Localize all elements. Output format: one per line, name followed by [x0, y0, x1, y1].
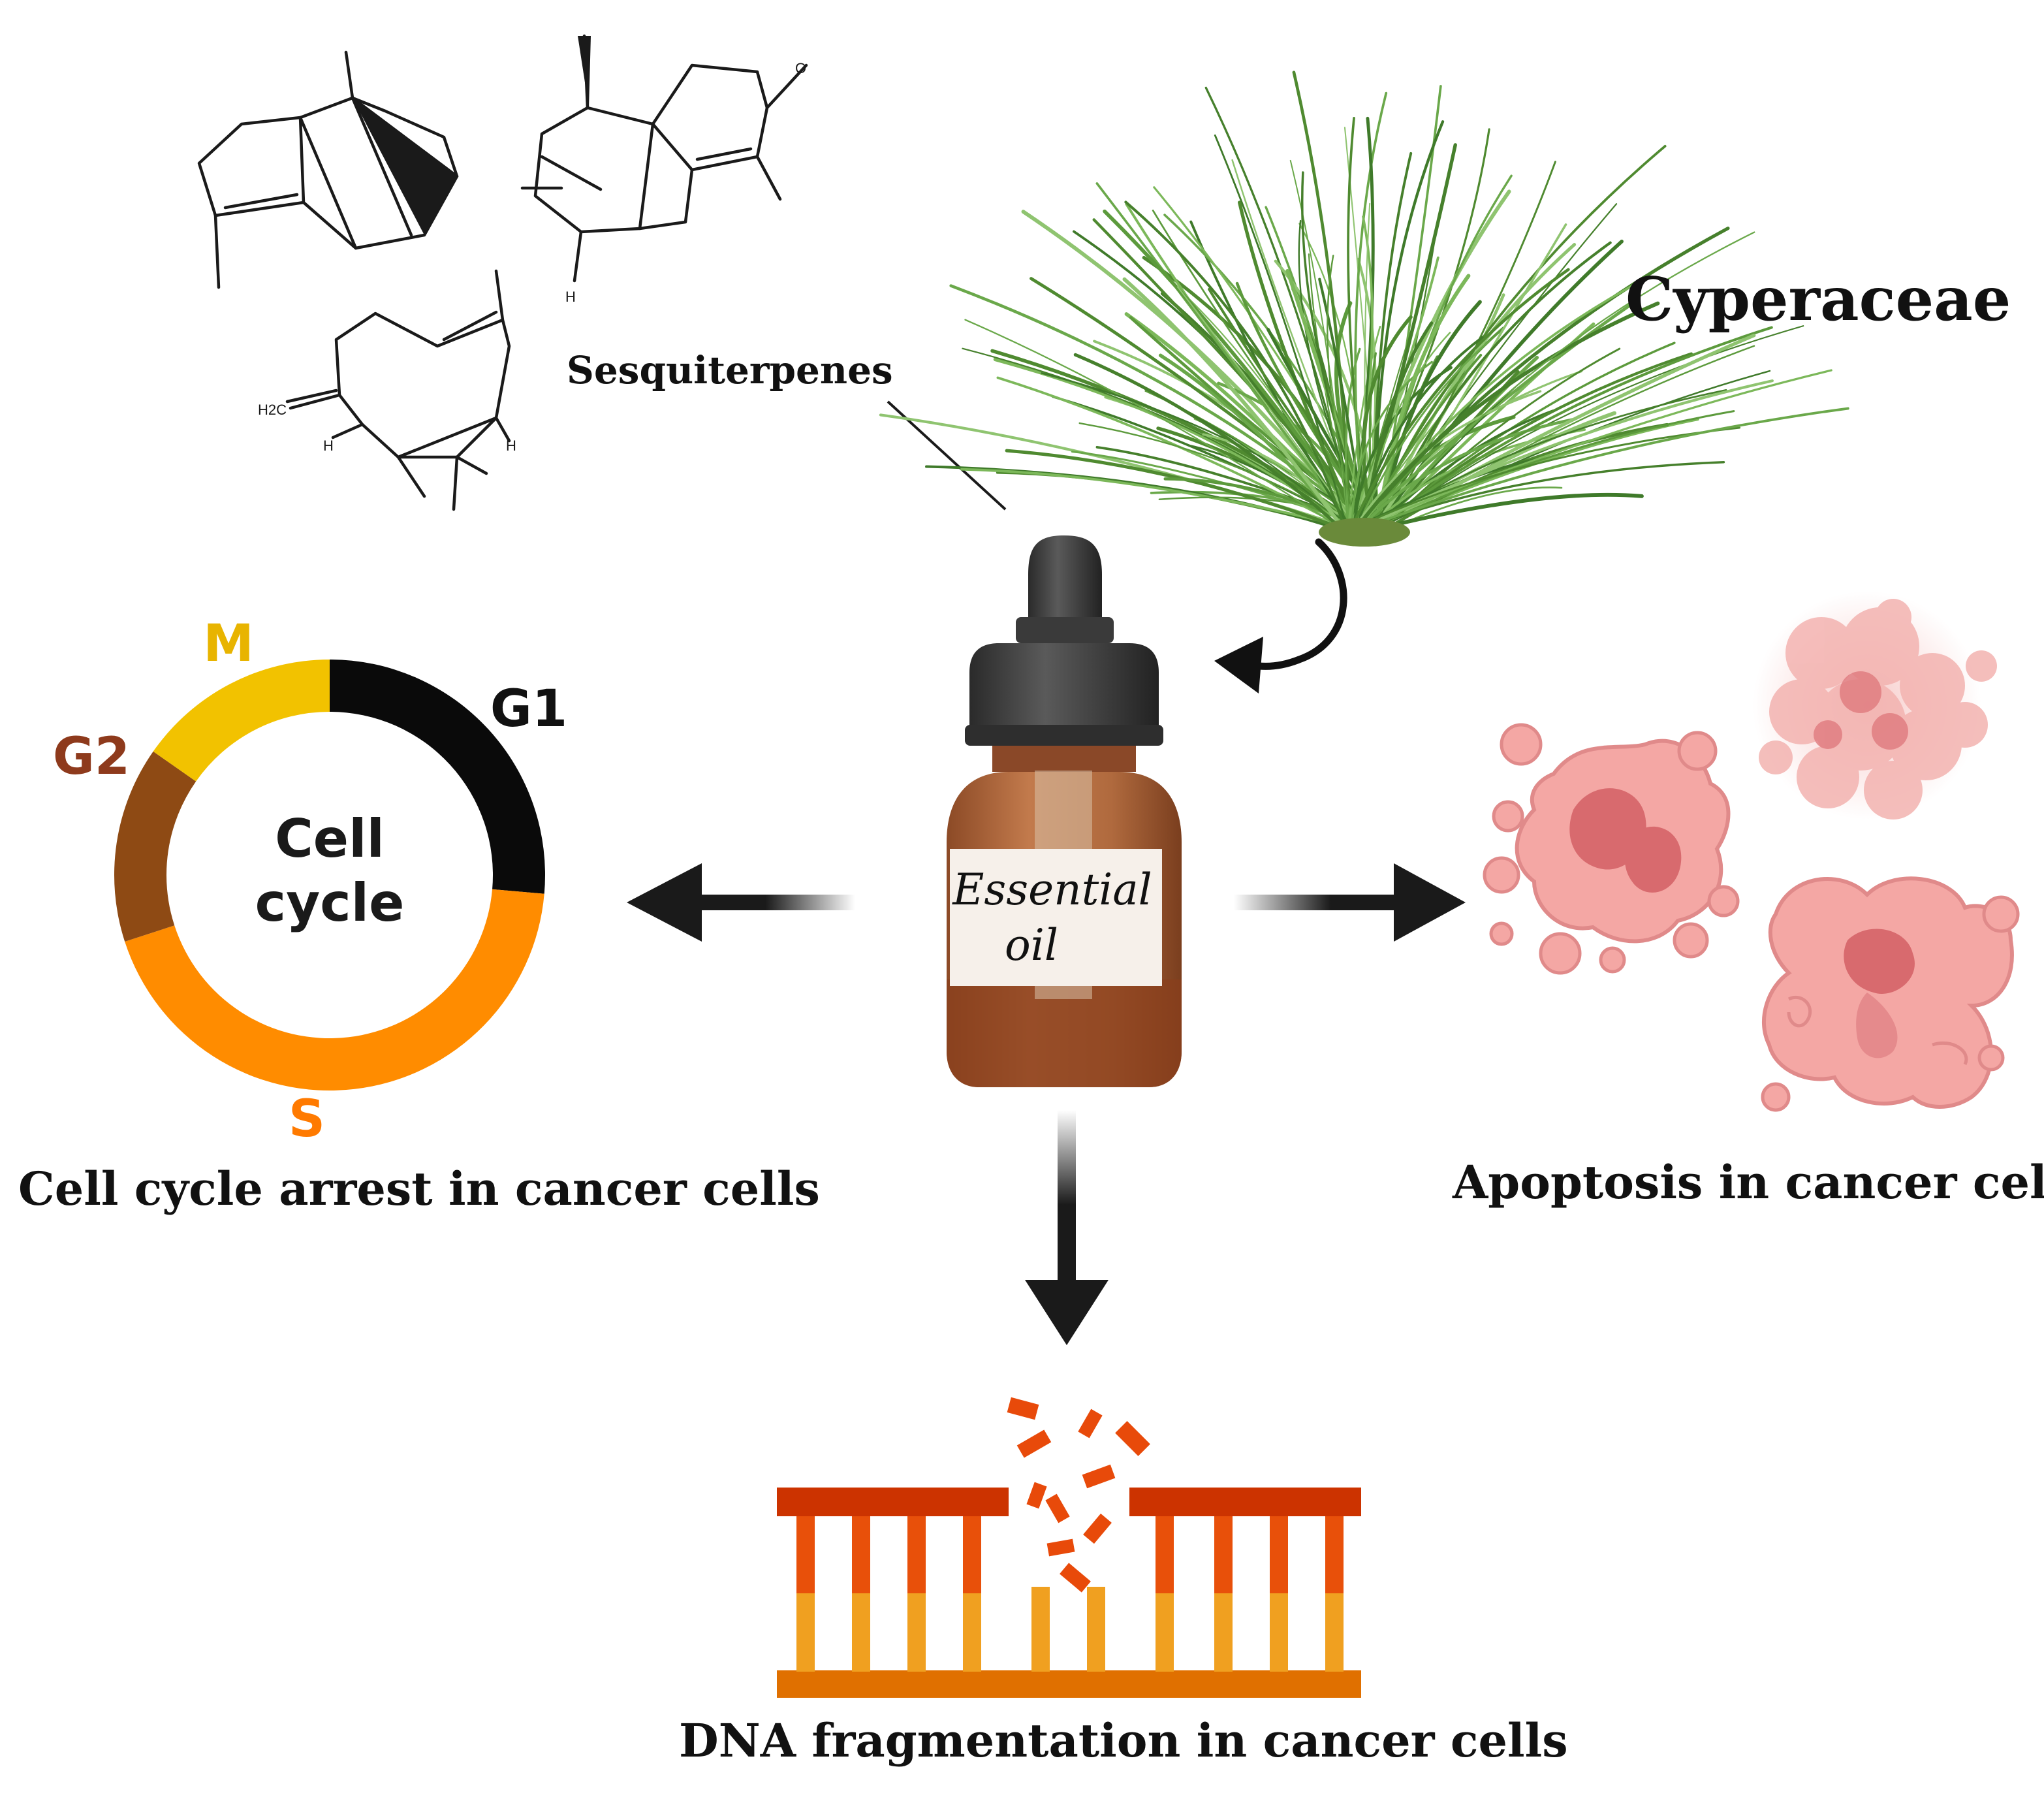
- dna-rung-upper: [1325, 1516, 1344, 1593]
- dna-rung-upper: [1270, 1516, 1288, 1593]
- grass-base: [1319, 518, 1410, 547]
- ring-segment-m: [153, 660, 330, 782]
- grass-blade: [1355, 417, 1576, 534]
- dna-rung-upper: [1156, 1516, 1174, 1593]
- phase-g1-label: G1: [490, 680, 567, 739]
- hydrogen-label-right: H: [506, 438, 516, 454]
- ring-segment-g2: [114, 751, 197, 942]
- sesquiterpene-structure-1: [197, 50, 459, 289]
- hydrogen-label-left: H: [323, 438, 334, 454]
- grass-blade: [1345, 426, 1741, 533]
- phase-g2-label: G2: [53, 727, 130, 786]
- cell-cycle-ring-icon: [114, 660, 545, 1091]
- grass-blade: [1362, 321, 1434, 534]
- grass-blade: [1374, 370, 1583, 533]
- dna-rung-lower: [1156, 1593, 1174, 1672]
- dna-rung-upper: [907, 1516, 926, 1593]
- hydrogen-label: H: [565, 289, 576, 305]
- grass-blade: [960, 468, 1368, 533]
- sesquiterpenes-label: Sesquiterpenes: [567, 348, 893, 392]
- dna-rung-upper: [852, 1516, 870, 1593]
- grass-blade: [1376, 231, 1755, 533]
- grass-blade: [1379, 161, 1556, 533]
- grass-blade: [962, 347, 1356, 533]
- dna-rung-lower: [1325, 1593, 1344, 1672]
- dna-rung-upper: [1214, 1516, 1233, 1593]
- grass-blade: [1354, 91, 1388, 533]
- grass-blade: [1300, 171, 1371, 533]
- dna-rung-lower: [852, 1593, 870, 1672]
- grass-blade: [1347, 301, 1635, 534]
- grass-blade: [1372, 239, 1624, 534]
- dna-rung-lower: [1031, 1587, 1050, 1672]
- grass-blade: [949, 284, 1376, 534]
- grass-blade: [1095, 182, 1360, 533]
- dna-ladder-icon: [777, 1397, 1361, 1698]
- grass-blade: [1177, 287, 1359, 533]
- grass-blade: [1350, 407, 1849, 533]
- cancer-cell-icon: [1483, 591, 2020, 1112]
- apoptosis-caption: Apoptosis in cancer cells: [1452, 1155, 2044, 1209]
- cell-cycle-arrest-caption: Cell cycle arrest in cancer cells: [18, 1162, 820, 1216]
- sesquiterpene-structure-2: O H: [520, 34, 808, 305]
- grass-blade: [1327, 255, 1359, 533]
- grass-blade: [1347, 369, 1832, 533]
- cell-cycle-center-line1: Cell: [275, 808, 385, 869]
- dna-rung-lower: [1214, 1593, 1233, 1672]
- arrow-down-icon: [1025, 1110, 1108, 1345]
- plant-family-label: Cyperaceae: [1626, 264, 2011, 334]
- grass-blade: [1353, 340, 1490, 533]
- ring-segment-g1: [330, 660, 545, 894]
- dna-rung-lower: [963, 1593, 981, 1672]
- dna-rung-lower: [1087, 1587, 1105, 1672]
- arrow-left-icon: [627, 863, 855, 942]
- oxygen-label: O: [795, 60, 806, 76]
- essential-oil-bottle-icon: Essential oil: [947, 535, 1182, 1087]
- grass-blade: [1124, 200, 1347, 534]
- phase-s-label: S: [289, 1090, 325, 1149]
- grass-blade: [1238, 200, 1362, 534]
- arrow-right-icon: [1234, 863, 1466, 942]
- grass-blade: [1351, 301, 1660, 534]
- grass-blade: [1352, 189, 1511, 534]
- phase-m-label: M: [203, 614, 254, 673]
- dna-rung-lower: [1270, 1593, 1288, 1672]
- grass-blade: [1073, 353, 1347, 534]
- sesquiterpene-structure-3: H2C H H: [258, 269, 516, 511]
- grass-blade: [1103, 209, 1368, 534]
- dna-rung-lower: [907, 1593, 926, 1672]
- grass-blade: [1361, 492, 1644, 534]
- oil-label-line1: Essential: [952, 865, 1152, 915]
- plant-to-oil-arrow-icon: [1214, 538, 1347, 693]
- dna-rung-upper: [796, 1516, 815, 1593]
- grass-plant-icon: [879, 71, 1849, 547]
- dna-rung-lower: [796, 1593, 815, 1672]
- methylene-label: H2C: [258, 402, 287, 418]
- grass-blade: [964, 319, 1347, 533]
- oil-label-line2: oil: [1005, 920, 1058, 970]
- ring-segment-s: [125, 889, 544, 1091]
- grass-blade: [1348, 268, 1570, 534]
- dna-fragmentation-caption: DNA fragmentation in cancer cells: [679, 1713, 1568, 1768]
- grass-blade: [1289, 159, 1349, 533]
- cell-cycle-center-line2: cycle: [255, 872, 405, 933]
- grass-blade: [1122, 277, 1348, 534]
- dna-rung-upper: [963, 1516, 981, 1593]
